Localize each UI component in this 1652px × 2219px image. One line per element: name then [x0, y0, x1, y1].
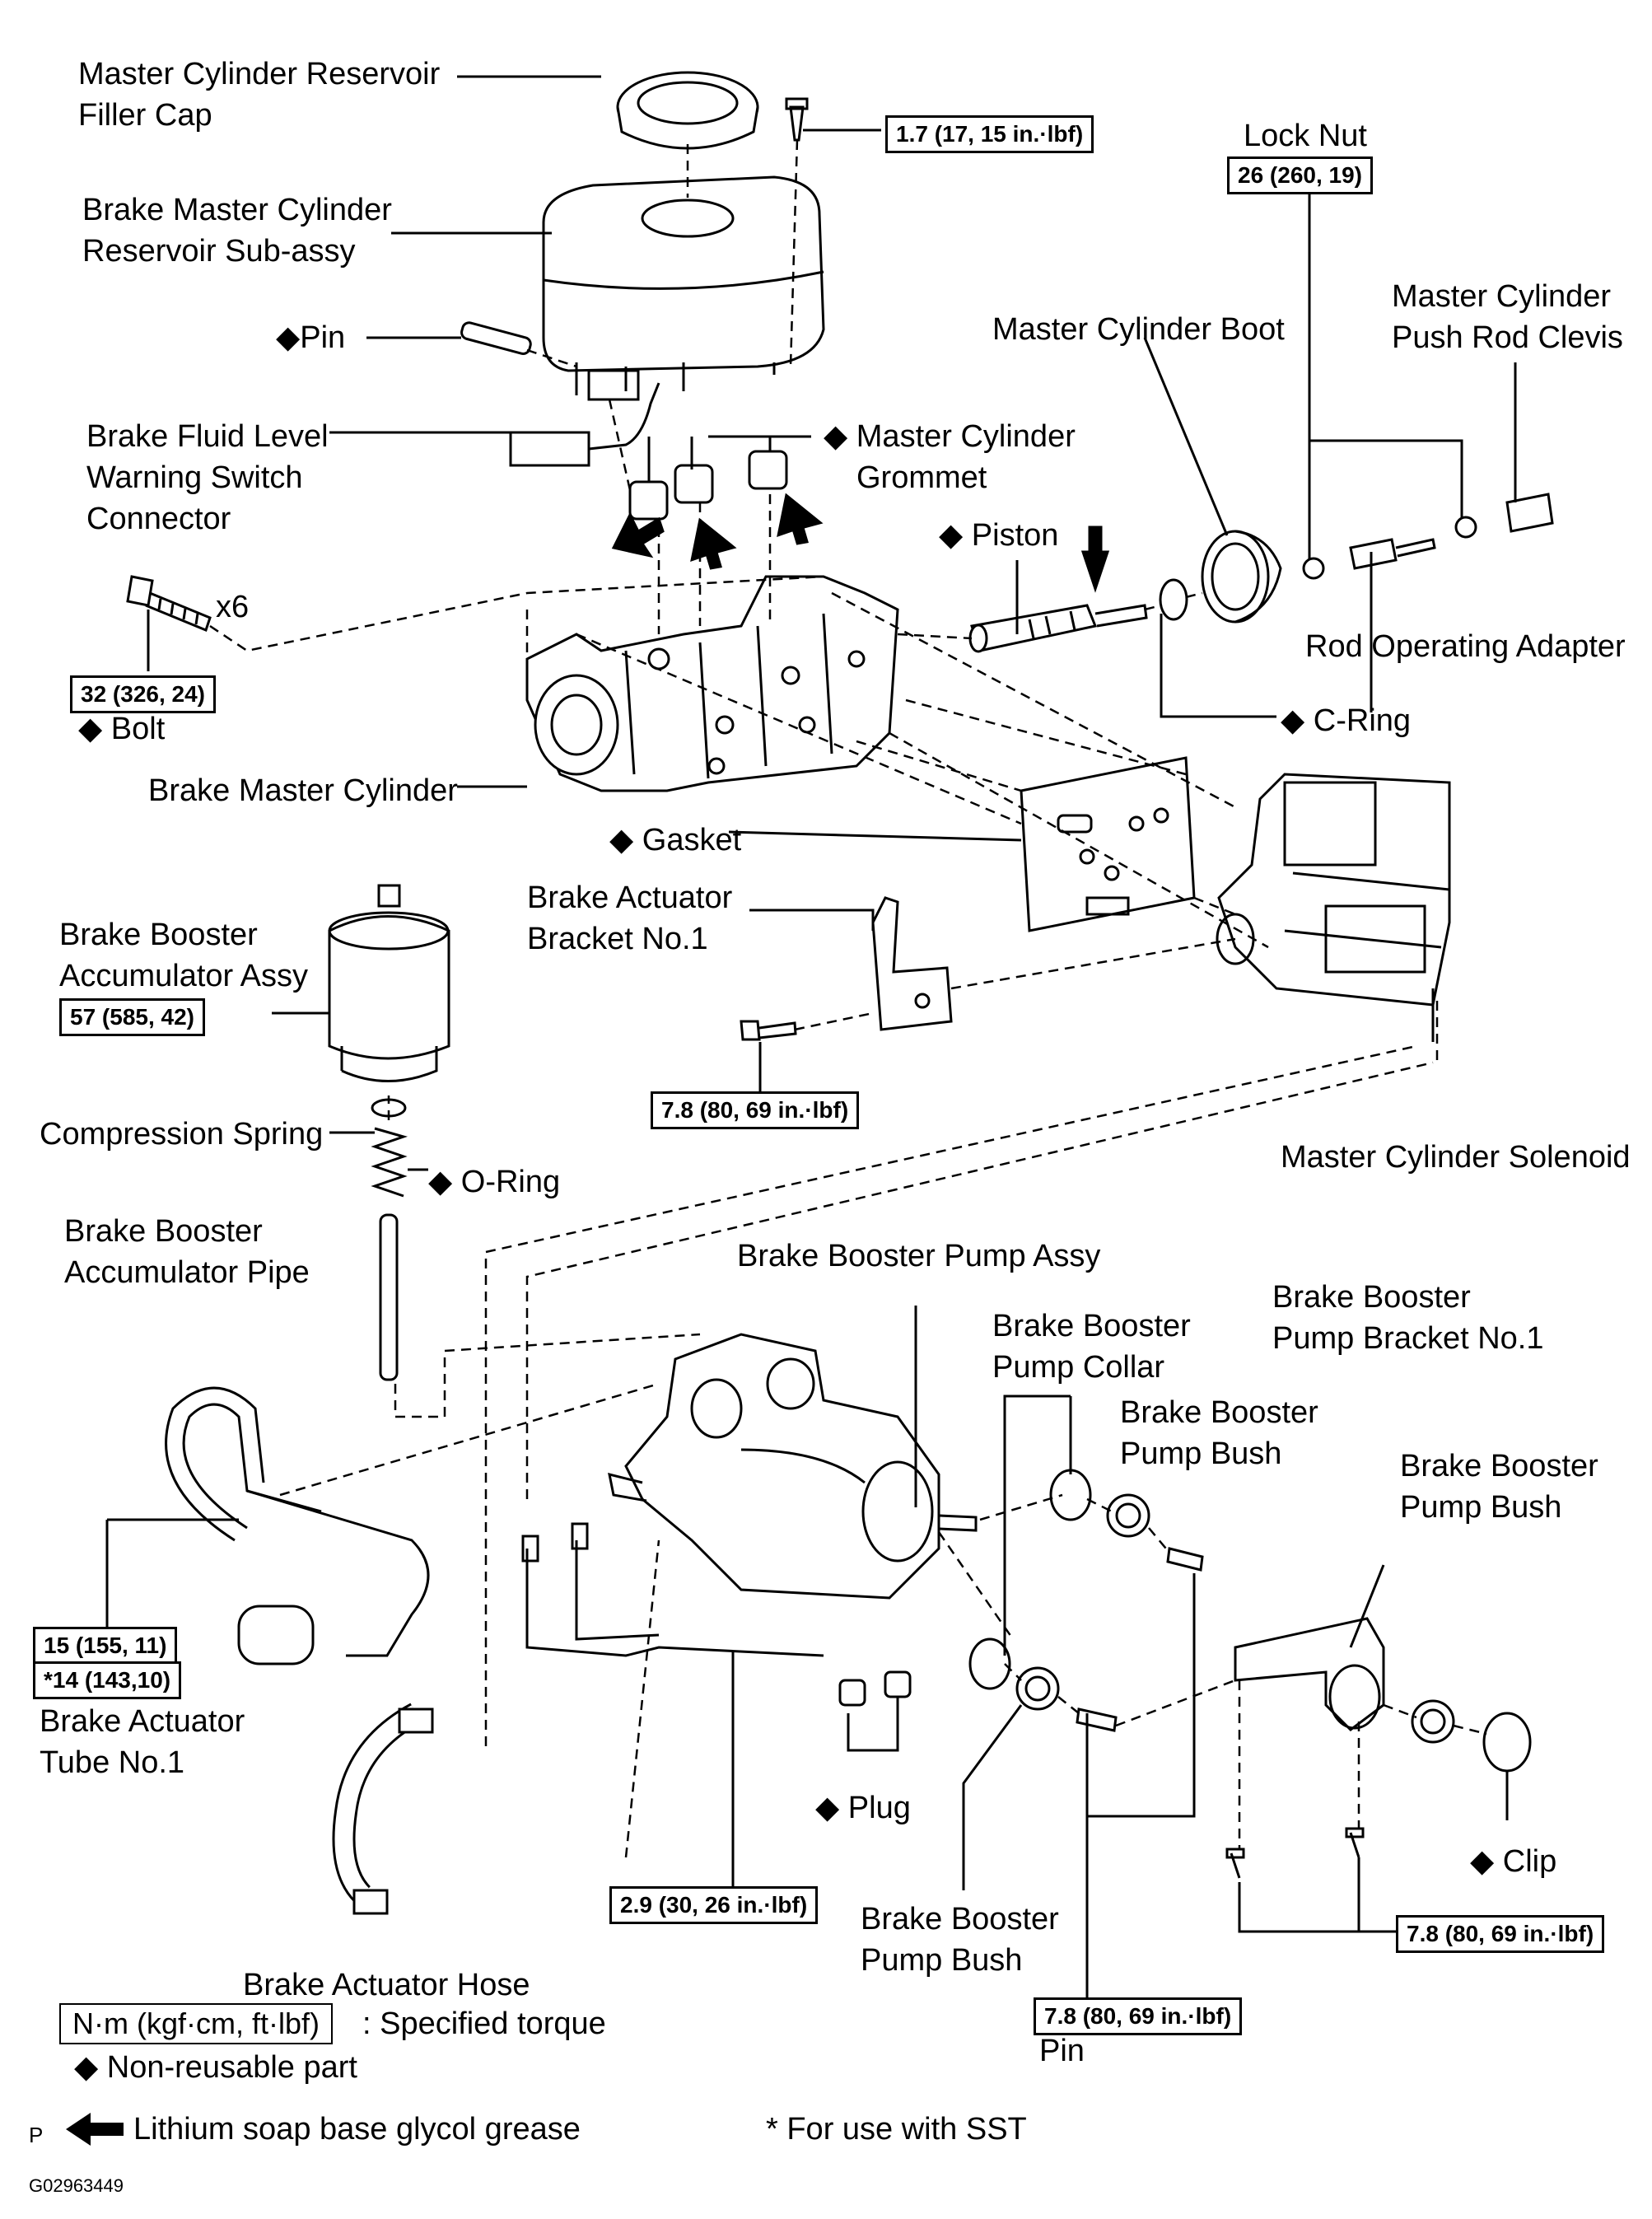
label-clip: ◆ Clip	[1470, 1844, 1557, 1879]
label-reservoir-1: Brake Master Cylinder	[82, 193, 392, 227]
reservoir-part	[542, 175, 825, 401]
label-actuator-tube-1: Brake Actuator	[40, 1704, 245, 1739]
label-x6: x6	[216, 590, 250, 624]
collar-lower	[968, 1637, 1011, 1690]
label-solenoid: Master Cylinder Solenoid	[1281, 1140, 1631, 1175]
label-gasket: ◆ Gasket	[609, 823, 742, 857]
bush-right	[1411, 1699, 1455, 1744]
label-fluid-switch-1: Brake Fluid Level	[86, 419, 329, 454]
boot-part	[1201, 530, 1282, 624]
accumulator-pipe-part	[379, 1213, 399, 1381]
label-pump-bush-1a: Brake Booster	[1120, 1395, 1318, 1430]
fluid-switch-part	[509, 382, 660, 467]
label-clevis-2: Push Rod Clevis	[1392, 320, 1623, 355]
torque-pump-union: 2.9 (30, 26 in.·lbf)	[609, 1886, 819, 1924]
label-accumulator-pipe-2: Accumulator Pipe	[64, 1255, 310, 1290]
torque-pump-bracket: 7.8 (80, 69 in.·lbf)	[1396, 1915, 1605, 1953]
label-lock-nut: Lock Nut	[1244, 119, 1367, 153]
label-actuator-bracket-1: Brake Actuator	[527, 881, 733, 915]
torque-tube-a: 15 (155, 11)	[33, 1627, 178, 1662]
torque-tube-b: *14 (143,10)	[33, 1661, 182, 1699]
label-accumulator-pipe-1: Brake Booster	[64, 1214, 263, 1249]
label-pump-bush-1b: Pump Bush	[1120, 1437, 1282, 1471]
label-pump-assy: Brake Booster Pump Assy	[737, 1239, 1101, 1273]
label-actuator-hose: Brake Actuator Hose	[243, 1968, 530, 2002]
clip-part	[1482, 1712, 1532, 1773]
label-reservoir-2: Reservoir Sub-assy	[82, 234, 356, 269]
label-pump-collar-2: Pump Collar	[992, 1350, 1165, 1385]
bolt-part	[126, 575, 212, 632]
label-pump-bush-3b: Pump Bush	[861, 1943, 1023, 1978]
rod-adapter-part	[1349, 538, 1436, 570]
label-pump-bracket-1: Brake Booster	[1272, 1280, 1471, 1315]
label-rod-adapter: Rod Operating Adapter	[1305, 629, 1626, 664]
label-accumulator-2: Accumulator Assy	[59, 959, 308, 993]
label-plug: ◆ Plug	[815, 1791, 911, 1825]
label-boot: Master Cylinder Boot	[992, 312, 1285, 347]
pin-lower	[1076, 1707, 1118, 1732]
pump-part	[608, 1333, 978, 1600]
label-fluid-switch-3: Connector	[86, 502, 231, 536]
figure-code: G02963449	[29, 2175, 124, 2196]
bracket-bolt-part	[740, 1020, 797, 1041]
label-clevis-1: Master Cylinder	[1392, 279, 1612, 314]
master-cylinder-part	[525, 575, 899, 792]
actuator-tube-part	[165, 1386, 430, 1665]
actuator-hose-part	[332, 1703, 434, 1915]
bush-upper	[1106, 1493, 1150, 1538]
pump-bracket-part	[1234, 1617, 1385, 1731]
label-pump-collar-1: Brake Booster	[992, 1309, 1191, 1343]
clevis-part	[1505, 493, 1554, 533]
legend-grease: Lithium soap base glycol grease	[133, 2112, 581, 2147]
label-pump-bush-2a: Brake Booster	[1400, 1449, 1598, 1483]
collar-upper	[1049, 1469, 1092, 1521]
legend-sst-note: * For use with SST	[766, 2112, 1027, 2147]
filler-cap-part	[616, 71, 759, 150]
accumulator-part	[328, 884, 450, 1082]
gasket-part	[1020, 756, 1196, 932]
corner-mark: P	[29, 2123, 44, 2147]
torque-bolt: 32 (326, 24)	[70, 675, 216, 713]
actuator-bracket-part	[871, 896, 953, 1031]
label-grommet-2: Grommet	[856, 460, 987, 495]
label-o-ring: ◆ O-Ring	[428, 1165, 561, 1199]
label-master-cylinder: Brake Master Cylinder	[148, 773, 458, 808]
label-filler-cap-2: Filler Cap	[78, 98, 212, 133]
torque-pin: 7.8 (80, 69 in.·lbf)	[1034, 1997, 1243, 2035]
plug-part-1	[838, 1679, 866, 1707]
label-grommet-1: ◆ Master Cylinder	[824, 419, 1076, 454]
solenoid-part	[1216, 773, 1451, 1007]
piston-part	[968, 604, 1148, 653]
legend-torque-desc: : Specified torque	[362, 2006, 606, 2041]
label-pump-bush-2b: Pump Bush	[1400, 1490, 1562, 1525]
legend-torque-unit: N·m (kgf·cm, ft·lbf)	[59, 2003, 333, 2044]
legend-non-reusable: ◆ Non-reusable part	[74, 2050, 357, 2085]
torque-bracket: 7.8 (80, 69 in.·lbf)	[651, 1091, 860, 1129]
label-actuator-bracket-2: Bracket No.1	[527, 922, 708, 956]
label-filler-cap-1: Master Cylinder Reservoir	[78, 57, 441, 91]
label-actuator-tube-2: Tube No.1	[40, 1745, 185, 1780]
c-ring-part	[1159, 578, 1188, 621]
label-accumulator-1: Brake Booster	[59, 918, 258, 952]
label-bolt: ◆ Bolt	[78, 712, 166, 746]
label-piston: ◆ Piston	[939, 518, 1059, 553]
pin-upper	[1166, 1547, 1204, 1572]
torque-reservoir-screw: 1.7 (17, 15 in.·lbf)	[885, 115, 1094, 153]
plug-part-2	[884, 1670, 912, 1698]
label-fluid-switch-2: Warning Switch	[86, 460, 303, 495]
label-pin-bottom: Pin	[1039, 2034, 1085, 2068]
label-pin-top: ◆Pin	[276, 320, 346, 355]
bush-lower	[1015, 1666, 1060, 1711]
label-c-ring: ◆ C-Ring	[1281, 703, 1412, 738]
label-pump-bush-3a: Brake Booster	[861, 1902, 1059, 1936]
torque-lock-nut: 26 (260, 19)	[1227, 156, 1373, 194]
spring-part	[371, 1127, 408, 1198]
pin-part	[460, 321, 532, 356]
torque-accumulator: 57 (585, 42)	[59, 998, 205, 1036]
label-pump-bracket-2: Pump Bracket No.1	[1272, 1321, 1544, 1356]
label-compression-spring: Compression Spring	[40, 1117, 324, 1152]
grommets-part	[628, 450, 788, 521]
